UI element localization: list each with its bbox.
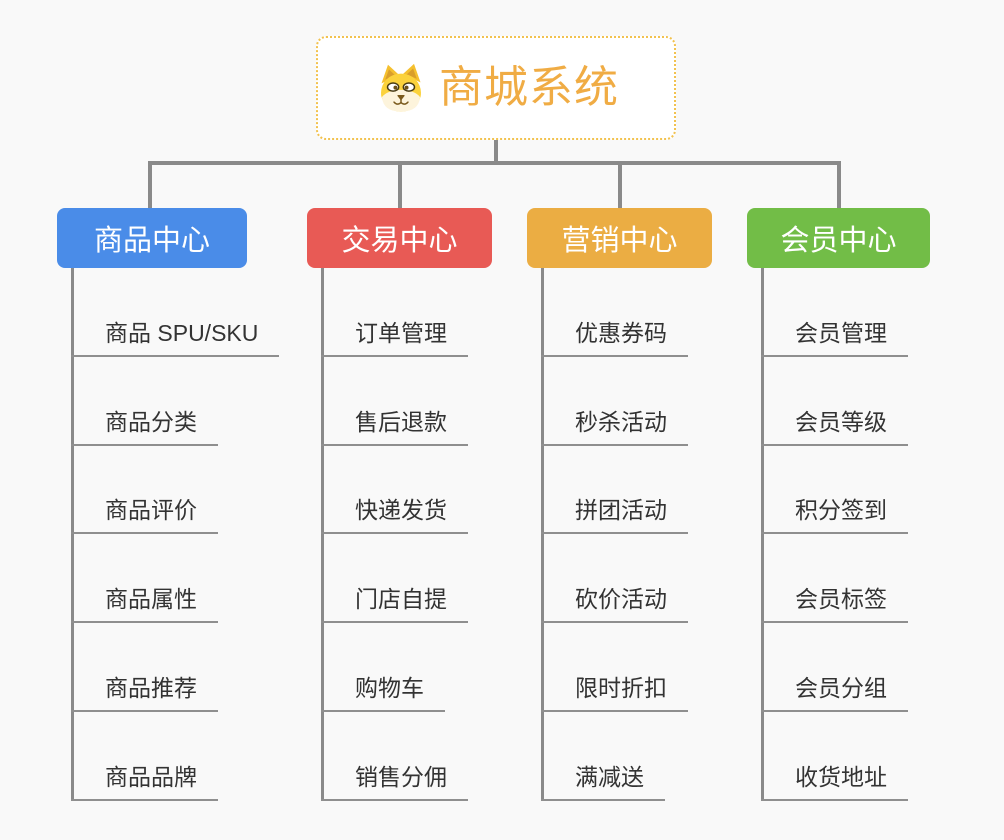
child-node-shopping-cart[interactable]: 购物车	[321, 672, 445, 712]
child-node-points-checkin[interactable]: 积分签到	[761, 494, 908, 534]
root-node[interactable]: 商城系统	[316, 36, 676, 140]
child-node-spend-save[interactable]: 满减送	[541, 761, 665, 801]
connector-horizontal-rail	[148, 161, 841, 165]
child-node-member-management[interactable]: 会员管理	[761, 317, 908, 357]
child-node-member-groups[interactable]: 会员分组	[761, 672, 908, 712]
shiba-dog-icon	[381, 63, 421, 112]
branch-spine-member	[761, 268, 764, 801]
child-node-product-spu-sku[interactable]: 商品 SPU/SKU	[71, 317, 280, 357]
branch-node-member-center[interactable]: 会员中心	[747, 208, 930, 268]
child-node-product-brand[interactable]: 商品品牌	[71, 761, 218, 801]
child-node-product-attribute[interactable]: 商品属性	[71, 583, 218, 623]
connector-drop-marketing	[618, 161, 622, 208]
child-node-coupon-code[interactable]: 优惠券码	[541, 317, 688, 357]
branch-spine-product	[71, 268, 74, 801]
child-node-after-sale-refund[interactable]: 售后退款	[321, 406, 468, 446]
branch-node-product-center[interactable]: 商品中心	[57, 208, 247, 268]
branch-node-trade-center[interactable]: 交易中心	[307, 208, 492, 268]
connector-drop-trade	[398, 161, 402, 208]
child-node-group-buy[interactable]: 拼团活动	[541, 494, 688, 534]
child-node-express-delivery[interactable]: 快递发货	[321, 494, 468, 534]
connector-root-stub	[494, 140, 498, 164]
child-node-product-review[interactable]: 商品评价	[71, 494, 218, 534]
child-node-flash-sale[interactable]: 秒杀活动	[541, 406, 688, 446]
child-node-bargain-activity[interactable]: 砍价活动	[541, 583, 688, 623]
connector-drop-product	[148, 161, 152, 208]
child-node-sales-commission[interactable]: 销售分佣	[321, 761, 468, 801]
branch-spine-marketing	[541, 268, 544, 801]
child-node-limited-time-discount[interactable]: 限时折扣	[541, 672, 688, 712]
branch-node-marketing-center[interactable]: 营销中心	[527, 208, 712, 268]
child-node-member-tags[interactable]: 会员标签	[761, 583, 908, 623]
child-node-store-pickup[interactable]: 门店自提	[321, 583, 468, 623]
child-node-product-category[interactable]: 商品分类	[71, 406, 218, 446]
child-node-product-recommend[interactable]: 商品推荐	[71, 672, 218, 712]
connector-drop-member	[837, 161, 841, 208]
child-node-shipping-address[interactable]: 收货地址	[761, 761, 908, 801]
branch-spine-trade	[321, 268, 324, 801]
root-node-title: 商城系统	[439, 63, 619, 112]
child-node-order-management[interactable]: 订单管理	[321, 317, 468, 357]
child-node-member-level[interactable]: 会员等级	[761, 406, 908, 446]
